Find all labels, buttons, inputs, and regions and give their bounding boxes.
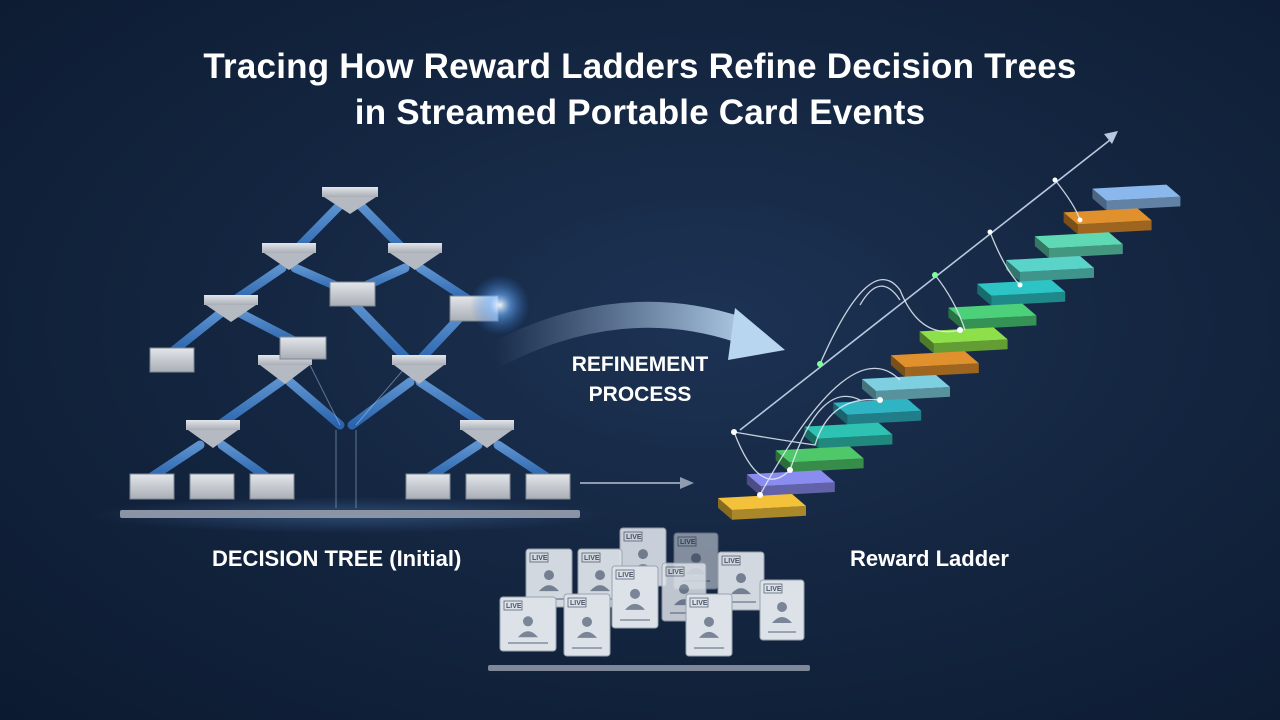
decision-node-l2	[204, 295, 258, 322]
reward-ladder	[718, 131, 1181, 520]
live-badge: LIVE	[618, 572, 634, 579]
refinement-process-label: REFINEMENT PROCESS	[540, 350, 740, 410]
live-badge: LIVE	[724, 558, 740, 565]
tree-exit-glow	[470, 275, 530, 335]
card-stack-platform	[488, 665, 810, 671]
live-badge: LIVE	[626, 534, 642, 541]
leaf-node-1	[129, 473, 175, 500]
box-node-left	[149, 347, 195, 373]
live-badge: LIVE	[680, 539, 696, 546]
live-badge: LIVE	[668, 569, 684, 576]
live-badge: LIVE	[570, 600, 586, 607]
page-title: Tracing How Reward Ladders Refine Decisi…	[0, 44, 1280, 136]
refinement-arrow-head	[728, 308, 785, 360]
ladder-sparkles	[731, 177, 1083, 498]
event-card-3: LIVE	[525, 548, 573, 608]
leaf-node-4	[405, 473, 451, 500]
ladder-steps	[718, 184, 1181, 520]
tree-base-platform	[120, 510, 580, 518]
live-badge: LIVE	[506, 603, 522, 610]
ladder-step-2	[746, 470, 835, 496]
ladder-trajectories	[733, 179, 1081, 496]
box-node-mid	[279, 336, 327, 360]
event-card-8: LIVE	[759, 579, 805, 641]
leaf-node-5	[465, 473, 511, 500]
leaf-node-3	[249, 473, 295, 500]
decision-tree	[90, 187, 610, 533]
ladder-step-1	[718, 494, 806, 520]
decision-node-l1	[262, 243, 316, 270]
decision-node-l3	[186, 420, 240, 448]
ladder-step-4	[804, 422, 893, 449]
reward-ladder-label: Reward Ladder	[850, 546, 1009, 571]
decision-node-r2	[392, 355, 446, 384]
ladder-step-10	[977, 279, 1066, 306]
box-node-center	[329, 281, 376, 307]
root-node	[322, 187, 378, 214]
ladder-step-11	[1006, 256, 1094, 282]
decision-tree-label: DECISION TREE (Initial)	[212, 546, 462, 571]
leaf-node-2	[189, 473, 235, 500]
ladder-step-12	[1034, 232, 1123, 258]
live-badge: LIVE	[766, 586, 782, 593]
live-badge: LIVE	[532, 555, 548, 562]
ladder-step-13	[1063, 208, 1152, 235]
title-line-2: in Streamed Portable Card Events	[354, 93, 926, 132]
decision-node-m2	[258, 355, 312, 384]
ladder-step-9	[948, 303, 1037, 330]
event-card-7: LIVE	[611, 565, 659, 629]
ladder-step-14	[1092, 184, 1181, 211]
refinement-label-line-1: REFINEMENT	[571, 353, 709, 376]
decision-node-r3	[460, 420, 514, 448]
ladder-trend-arrowhead	[1104, 131, 1118, 144]
ladder-step-5	[833, 398, 922, 425]
ladder-trend-line	[739, 139, 1111, 431]
card-stack: LIVE LIVE LIVE LIVE LIVE LIVE LIVE LIVE LIVE LIVE…	[488, 527, 810, 671]
title-line-1: Tracing How Reward Ladders Refine Decisi…	[203, 47, 1077, 86]
decision-node-r1	[388, 243, 442, 270]
refinement-arrow	[489, 301, 785, 367]
ladder-step-7	[890, 351, 979, 377]
event-card-11: LIVE	[685, 593, 733, 657]
event-cards: LIVE LIVE LIVE LIVE LIVE LIVE LIVE LIVE LIVE LIVE…	[499, 527, 805, 657]
ladder-step-8	[919, 327, 1008, 354]
refinement-label-line-2: PROCESS	[588, 383, 692, 406]
leaf-node-6	[525, 473, 571, 500]
live-badge: LIVE	[692, 600, 708, 607]
event-card-9: LIVE	[499, 596, 557, 652]
live-badge: LIVE	[584, 555, 600, 562]
tree-connectors	[145, 200, 553, 513]
ladder-step-6	[862, 375, 950, 401]
lower-arrow	[580, 477, 694, 489]
event-card-10: LIVE	[563, 593, 611, 657]
